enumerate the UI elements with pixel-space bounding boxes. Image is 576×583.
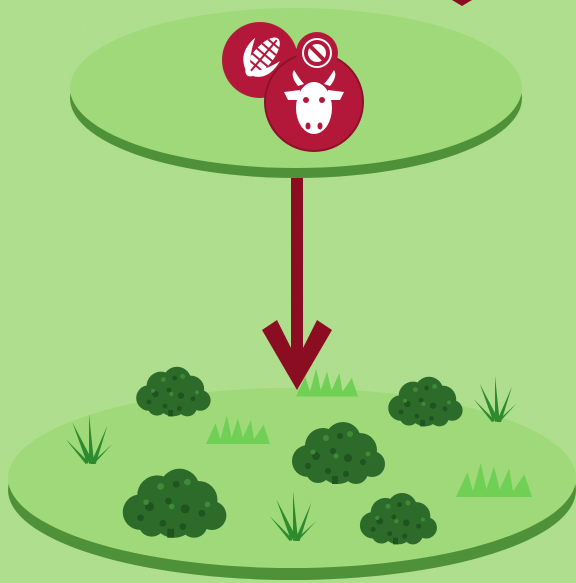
- prohibited-icon: [296, 32, 338, 74]
